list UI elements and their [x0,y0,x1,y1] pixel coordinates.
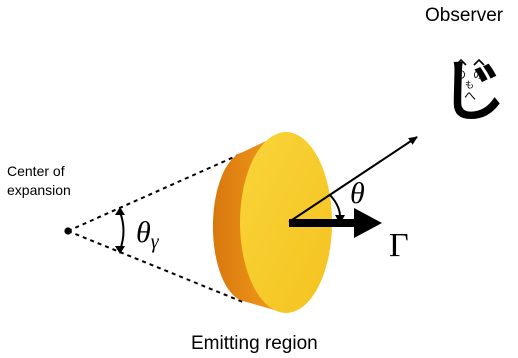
theta-label: θ [350,177,365,210]
observer-face-mouth: へ [464,89,476,103]
center-of-expansion-label-line1: Center of [7,163,65,179]
theta-arc-arrowhead [335,215,345,224]
gamma-arrow [289,208,382,238]
gamma-label: Γ [389,227,409,264]
disk-face [240,132,332,313]
theta-gamma-subscript: γ [151,231,160,253]
observer-face-left-eye: の [455,69,466,81]
theta-gamma-base: θ [136,216,151,249]
theta-gamma-angle-arc [119,211,125,251]
emitting-region-disk [212,132,332,313]
observer-face-eyebrow-right [473,58,485,66]
observer-face-nose: も [465,80,474,90]
observer-direction-arrow [288,136,418,223]
observer-face-right-eye: の [473,69,484,81]
theta-gamma-arrowhead-top [115,207,125,215]
observer-label: Observer [425,5,504,26]
emitting-region-label: Emitting region [191,333,318,354]
observer-face-icon: じ の の も へ [440,56,506,129]
observer-face-big-char: じ [440,56,506,129]
observer-face-eyebrow-left [455,58,467,66]
theta-gamma-arrowhead-bottom [115,246,125,254]
theta-gamma-label: θγ [136,216,160,253]
center-of-expansion-label-line2: expansion [7,182,71,198]
